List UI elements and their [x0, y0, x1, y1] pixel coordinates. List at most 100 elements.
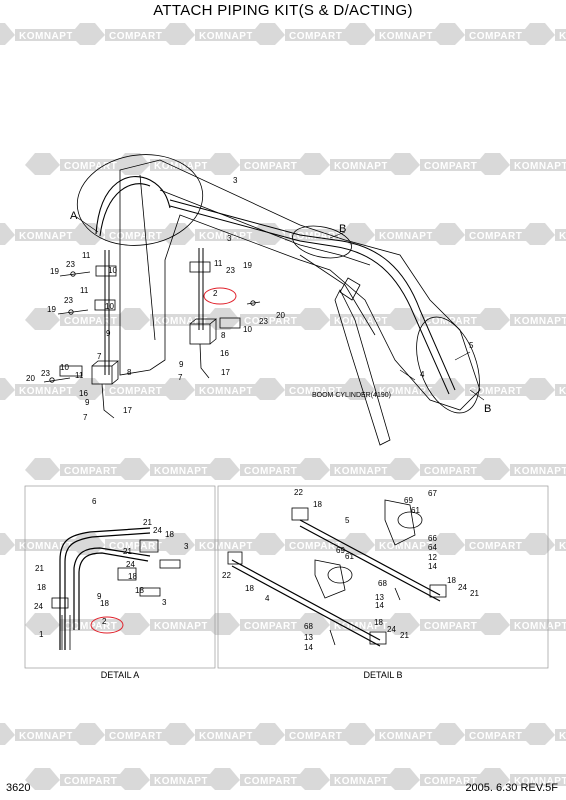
watermark-hex: [295, 613, 330, 635]
watermark-bar: [465, 384, 527, 396]
watermark-text: COMPART: [424, 621, 477, 632]
watermark-tile: COMPART: [205, 308, 302, 330]
watermark-tile: KOMNAPT: [295, 153, 392, 175]
watermark-tile: KOMNAPT: [475, 768, 566, 790]
boom-cylinder-label: BOOM CYLINDER(4190): [312, 392, 391, 399]
watermark-hex: [0, 533, 15, 555]
part-number-p23d: 23: [226, 266, 235, 275]
watermark-hex: [340, 378, 375, 400]
watermark-bar: [285, 229, 347, 241]
watermark-text: COMPART: [469, 386, 522, 397]
watermark-text: COMPART: [469, 31, 522, 42]
watermark-text: COMPART: [64, 161, 117, 172]
part-number-b61b: 61: [345, 552, 354, 561]
part-number-a18c: 18: [135, 586, 144, 595]
watermark-hex: [385, 153, 420, 175]
part-number-p16a: 16: [79, 389, 88, 398]
part-number-b14a: 14: [428, 562, 437, 571]
watermark-hex: [205, 308, 240, 330]
part-number-b22a: 22: [294, 488, 303, 497]
watermark-tile: KOMNAPT: [520, 378, 566, 400]
part-number-p23b: 23: [64, 296, 73, 305]
watermark-bar: [420, 464, 482, 476]
watermark-tile: KOMNAPT: [115, 613, 212, 635]
watermark-hex: [430, 533, 465, 555]
main-assembly: [43, 154, 485, 446]
part-number-p20a: 20: [26, 374, 35, 383]
watermark-bar: [15, 384, 77, 396]
watermark-hex: [25, 613, 60, 635]
watermark-bar: [510, 159, 566, 171]
watermark-hex: [205, 768, 240, 790]
watermark-bar: [330, 774, 392, 786]
callout-b-top-letter: B: [339, 223, 346, 235]
watermark-tile: KOMNAPT: [295, 308, 392, 330]
callout-circle-b-bottom: [416, 316, 480, 414]
watermark-bar: [375, 229, 437, 241]
part-number-p11a: 11: [82, 251, 91, 260]
watermark-text: KOMNAPT: [199, 31, 253, 42]
watermark-tile: COMPART: [250, 223, 347, 245]
part-number-p9b: 9: [85, 398, 90, 407]
watermark-hex: [295, 308, 330, 330]
watermark-text: KOMNAPT: [154, 776, 208, 787]
watermark-hex: [0, 223, 15, 245]
watermark-hex: [70, 723, 105, 745]
watermark-text: KOMNAPT: [514, 621, 566, 632]
watermark-tile: KOMNAPT: [115, 768, 212, 790]
watermark-text: KOMNAPT: [514, 316, 566, 327]
part-number-b64: 64: [428, 543, 437, 552]
watermark-bar: [105, 384, 167, 396]
watermark-text: COMPART: [469, 231, 522, 242]
part-number-a21a: 21: [143, 518, 152, 527]
watermark-hex: [70, 23, 105, 45]
watermark-bar: [240, 314, 302, 326]
watermark-hex: [25, 458, 60, 480]
watermark-hex: [25, 768, 60, 790]
part-number-b13a: 13: [375, 593, 384, 602]
watermark-tile: KOMNAPT: [0, 23, 77, 45]
watermark-tile: COMPART: [70, 378, 167, 400]
part-number-p2a: 2: [213, 289, 218, 298]
part-number-p11d: 11: [214, 259, 223, 268]
watermark-hex: [340, 723, 375, 745]
watermark-tile: KOMNAPT: [115, 308, 212, 330]
watermark-text: KOMNAPT: [379, 731, 433, 742]
watermark-bar: [285, 729, 347, 741]
watermark-hex: [160, 723, 195, 745]
watermark-tile: KOMNAPT: [160, 378, 257, 400]
watermark-tile: COMPART: [205, 768, 302, 790]
watermark-hex: [295, 153, 330, 175]
clamp-left-1: [95, 265, 117, 277]
callout-circle-b-top: [292, 225, 352, 259]
watermark-hex: [70, 378, 105, 400]
red-callout-detail-a: [90, 616, 124, 634]
watermark-bar: [15, 229, 77, 241]
watermark-bar: [105, 229, 167, 241]
watermark-hex: [430, 23, 465, 45]
watermark-hex: [520, 533, 555, 555]
pipe-upper: [169, 199, 456, 391]
watermark-tile: KOMNAPT: [0, 533, 77, 555]
watermark-tile: KOMNAPT: [115, 153, 212, 175]
watermark-text: KOMNAPT: [514, 776, 566, 787]
part-number-p23e: 23: [259, 317, 268, 326]
watermark-tile: KOMNAPT: [475, 153, 566, 175]
watermark-bar: [195, 384, 257, 396]
part-number-a3a: 3: [184, 542, 189, 551]
watermark-hex: [475, 153, 510, 175]
watermark-text: COMPART: [64, 621, 117, 632]
part-number-b18b: 18: [245, 584, 254, 593]
part-number-p8a: 8: [127, 368, 132, 377]
watermark-hex: [25, 153, 60, 175]
watermark-tile: KOMNAPT: [520, 23, 566, 45]
watermark-bar: [510, 774, 566, 786]
watermark-bar: [375, 539, 437, 551]
watermark-bar: [375, 384, 437, 396]
part-number-a21b: 21: [123, 547, 132, 556]
watermark-text: KOMNAPT: [19, 731, 73, 742]
watermark-bar: [465, 539, 527, 551]
watermark-hex: [295, 458, 330, 480]
part-number-p5: 5: [469, 341, 474, 350]
part-number-a18b: 18: [128, 572, 137, 581]
